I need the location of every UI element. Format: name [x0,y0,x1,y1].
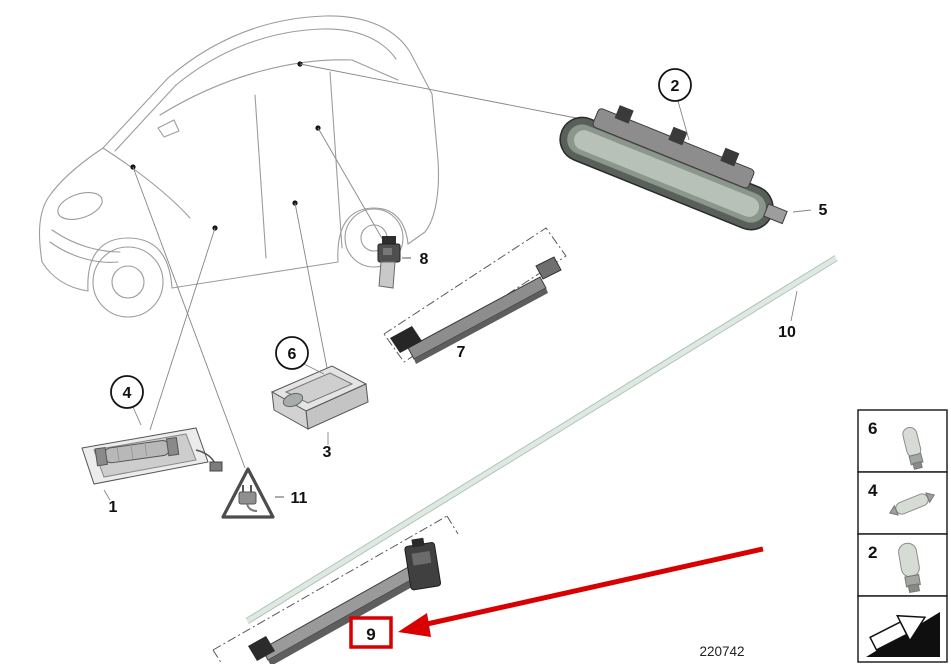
callout-3[interactable]: 3 [323,432,332,461]
callout-2-label[interactable]: 2 [671,78,680,95]
plug-icon [238,485,258,512]
callout-3-label[interactable]: 3 [323,444,332,461]
part-sensor [377,236,401,289]
part-light-guide [245,255,838,624]
legend-label-6[interactable]: 6 [868,419,877,438]
callout-11[interactable]: 11 [275,490,308,507]
legend: 6 4 2 [857,409,948,663]
festoon-bulb-icon [888,492,936,516]
callout-2[interactable]: 2 [658,68,692,141]
callout-10-label[interactable]: 10 [778,324,796,341]
callout-5[interactable]: 5 [792,202,828,219]
part-lamp-housing [270,365,369,430]
callout-1[interactable]: 1 [103,489,118,516]
doc-number: 220742 [699,644,744,659]
legend-row-4[interactable]: 4 [857,471,948,535]
direction-arrow-icon [866,612,940,657]
legend-label-2[interactable]: 2 [868,543,877,562]
callout-6[interactable]: 6 [275,336,325,375]
callout-9-label[interactable]: 9 [366,625,375,644]
car-outline [39,15,439,318]
locator-leaders [130,61,577,469]
callout-4[interactable]: 4 [110,375,144,426]
legend-row-2[interactable]: 2 [857,533,948,597]
part-light-strip-rear [212,515,459,664]
highlight-annotation: 9 [349,546,764,649]
callout-1-label[interactable]: 1 [109,499,118,516]
callout-11-label[interactable]: 11 [291,490,308,507]
wedge-bulb-small-icon [902,426,924,470]
highlight-box [349,616,393,649]
callout-10[interactable]: 10 [778,290,798,341]
warning-triangle [221,467,275,519]
callout-8-label[interactable]: 8 [420,251,429,268]
callout-7-label[interactable]: 7 [457,344,466,361]
callout-5-label[interactable]: 5 [819,202,828,219]
legend-label-4[interactable]: 4 [868,481,878,500]
callout-7[interactable]: 7 [457,344,466,361]
legend-row-6[interactable]: 6 [857,409,948,473]
callout-8[interactable]: 8 [402,251,429,268]
part-festoon-housing [81,427,223,485]
callout-6-label[interactable]: 6 [288,346,297,363]
legend-footer[interactable] [857,595,948,663]
part-roof-light [559,105,788,231]
callout-4-label[interactable]: 4 [123,385,132,402]
part-light-strip-front [383,227,567,364]
wedge-bulb-large-icon [898,542,921,594]
